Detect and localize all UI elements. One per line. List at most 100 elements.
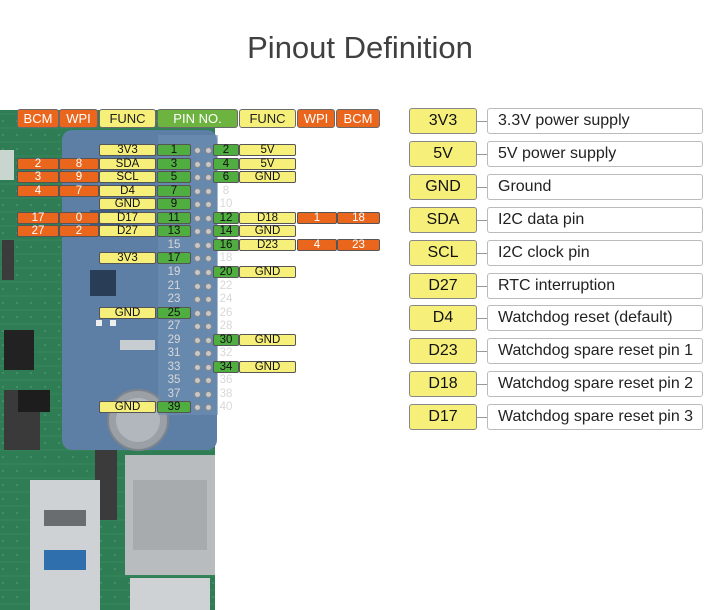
pin-number: 20 xyxy=(213,265,239,278)
legend-description: Watchdog reset (default) xyxy=(487,305,703,332)
pin-number: 30 xyxy=(213,333,239,346)
pin-func: D17 xyxy=(99,211,156,224)
header-right-func: FUNC xyxy=(239,109,296,128)
pin-pad xyxy=(205,377,212,385)
pin-func: GND xyxy=(239,265,296,278)
pin-number: 2 xyxy=(213,144,239,156)
pin-pad xyxy=(194,309,201,317)
pin-number: 5 xyxy=(157,171,191,184)
pin-number: 23 xyxy=(167,293,181,306)
pin-pad xyxy=(194,390,201,398)
pin-func: SDA xyxy=(99,157,156,170)
pin-wpi: 0 xyxy=(59,211,99,224)
pin-number: 12 xyxy=(213,211,239,224)
pin-number: 22 xyxy=(219,279,233,292)
pin-func: 5V xyxy=(239,157,296,170)
pin-number: 40 xyxy=(219,401,233,414)
pin-pad xyxy=(205,323,212,331)
pin-pad xyxy=(194,350,201,358)
header-right-bcm: BCM xyxy=(336,109,380,128)
pin-func: 3V3 xyxy=(99,252,156,265)
pin-number: 31 xyxy=(167,347,181,360)
pin-number: 27 xyxy=(167,320,181,333)
pin-pad xyxy=(194,228,201,236)
legend-connector xyxy=(477,384,487,386)
pin-number: 14 xyxy=(213,225,239,238)
pin-pad xyxy=(194,377,201,385)
pin-bcm: 27 xyxy=(17,225,59,238)
pin-pad xyxy=(205,255,212,263)
pin-func: 5V xyxy=(239,144,296,156)
pin-pad xyxy=(194,336,201,344)
pin-pad xyxy=(194,187,201,195)
pin-pad xyxy=(205,147,212,154)
pin-number: 4 xyxy=(213,157,239,170)
pin-number: 11 xyxy=(157,211,191,224)
pin-pad xyxy=(194,201,201,209)
pin-pad xyxy=(194,174,201,182)
legend-description: Watchdog spare reset pin 3 xyxy=(487,404,703,431)
pin-number: 34 xyxy=(213,360,239,373)
pin-pad xyxy=(205,363,212,371)
pin-number: 1 xyxy=(157,144,191,156)
pin-pad xyxy=(194,282,201,290)
pin-number: 25 xyxy=(157,306,191,319)
pin-pad xyxy=(205,296,212,304)
header-right-wpi: WPI xyxy=(297,109,335,128)
pin-number: 18 xyxy=(219,252,233,265)
legend-connector xyxy=(477,318,487,320)
pin-pad xyxy=(194,255,201,263)
legend-description: 3.3V power supply xyxy=(487,108,703,134)
pin-func: D18 xyxy=(239,211,296,224)
pin-pad xyxy=(205,214,212,222)
pin-func: SCL xyxy=(99,171,156,184)
legend-description: 5V power supply xyxy=(487,140,703,167)
pin-number: 28 xyxy=(219,320,233,333)
pin-bcm: 23 xyxy=(337,238,380,251)
pin-pad xyxy=(194,404,201,412)
pin-number: 16 xyxy=(213,238,239,251)
pin-number: 21 xyxy=(167,279,181,292)
legend-label: D17 xyxy=(409,404,477,431)
pin-number: 8 xyxy=(222,184,230,197)
legend-description: Watchdog spare reset pin 1 xyxy=(487,338,703,365)
pin-number: 39 xyxy=(157,401,191,414)
pin-pad xyxy=(194,323,201,331)
pin-wpi: 2 xyxy=(59,225,99,238)
pin-pad xyxy=(194,268,201,276)
pin-number: 37 xyxy=(167,387,181,400)
pin-number: 13 xyxy=(157,225,191,238)
legend-connector xyxy=(477,285,487,287)
pin-pad xyxy=(205,201,212,209)
legend-connector xyxy=(477,121,487,122)
pin-pad xyxy=(194,160,201,168)
pin-number: 9 xyxy=(157,198,191,211)
pin-number: 17 xyxy=(157,252,191,265)
pin-wpi: 4 xyxy=(297,238,337,251)
pin-number: 15 xyxy=(167,238,181,251)
pin-func: GND xyxy=(99,198,156,211)
legend-label: SDA xyxy=(409,206,477,233)
pin-pad xyxy=(194,147,201,154)
header-left-wpi: WPI xyxy=(59,109,98,128)
header-left-bcm: BCM xyxy=(17,109,59,128)
legend-label: D27 xyxy=(409,272,477,299)
legend-label: 3V3 xyxy=(409,108,477,134)
legend-description: Ground xyxy=(487,173,703,200)
pin-bcm: 17 xyxy=(17,211,59,224)
pin-pad xyxy=(205,404,212,412)
pin-func: D23 xyxy=(239,238,296,251)
pin-pad xyxy=(205,390,212,398)
pin-pad xyxy=(205,282,212,290)
header-left-func: FUNC xyxy=(99,109,156,128)
legend-connector xyxy=(477,417,487,419)
pin-pad xyxy=(194,241,201,249)
pin-number: 3 xyxy=(157,157,191,170)
legend-label: SCL xyxy=(409,239,477,266)
pin-pad xyxy=(194,363,201,371)
pin-pad xyxy=(194,296,201,304)
pin-pad xyxy=(205,174,212,182)
pin-number: 6 xyxy=(213,171,239,184)
pin-number: 29 xyxy=(167,333,181,346)
pin-wpi: 9 xyxy=(59,171,99,184)
